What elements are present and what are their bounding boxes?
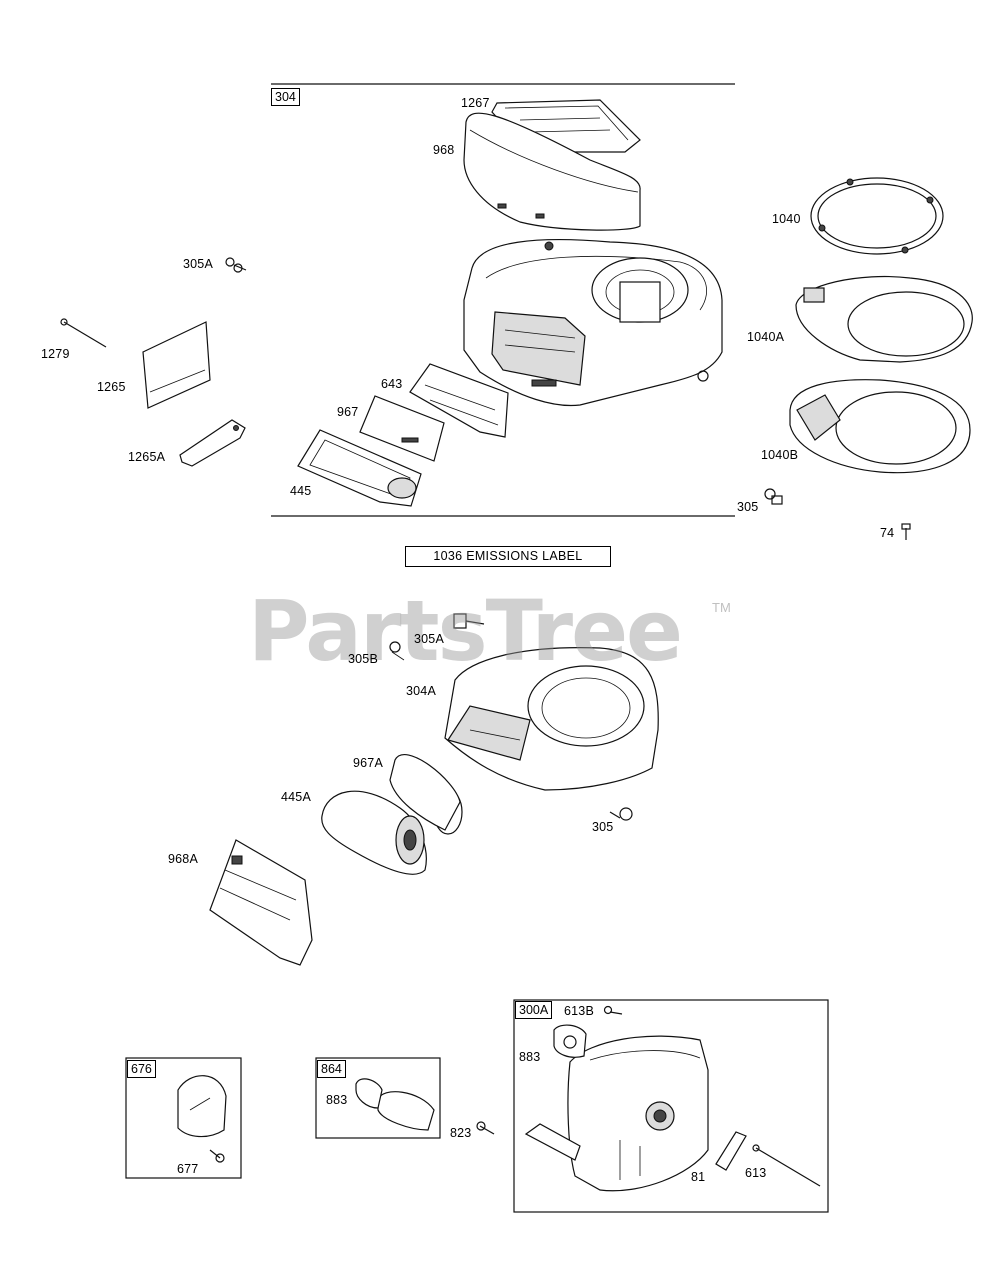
part-1265-plate[interactable]	[142, 321, 211, 409]
callout-445[interactable]: 445	[290, 484, 312, 498]
part-muffler-bracket[interactable]	[524, 1123, 581, 1161]
part-823-screw[interactable]	[476, 1121, 495, 1135]
part-613B-screw[interactable]	[603, 1005, 623, 1015]
part-445A-filter[interactable]	[321, 790, 427, 875]
part-968-air-cleaner-cover[interactable]	[463, 112, 641, 231]
callout-968[interactable]: 968	[433, 143, 455, 157]
group-300A-frame	[513, 999, 829, 1213]
callout-1040A[interactable]: 1040A	[747, 330, 785, 344]
part-1265A-bracket[interactable]	[179, 419, 246, 467]
group-304-label: 304	[271, 88, 300, 106]
part-643-intake[interactable]	[409, 363, 509, 438]
callout-967[interactable]: 967	[337, 405, 359, 419]
callout-967A[interactable]: 967A	[353, 756, 383, 770]
callout-305-mid[interactable]: 305	[592, 820, 614, 834]
part-305-screw-top[interactable]	[764, 488, 783, 505]
callout-643[interactable]: 643	[381, 377, 403, 391]
part-967-label[interactable]	[359, 395, 445, 462]
group-676-label: 676	[127, 1060, 156, 1078]
part-1040B-screen[interactable]	[789, 379, 971, 474]
part-300A-muffler[interactable]	[567, 1035, 709, 1192]
part-677-screw[interactable]	[209, 1149, 225, 1163]
part-968A-cover[interactable]	[209, 839, 313, 966]
callout-1267[interactable]: 1267	[461, 96, 490, 110]
part-676-cap[interactable]	[177, 1075, 227, 1138]
part-1279-bolt[interactable]	[60, 318, 107, 348]
part-305B-clip[interactable]	[389, 641, 405, 661]
callout-1040B[interactable]: 1040B	[761, 448, 799, 462]
part-74-screw[interactable]	[901, 523, 911, 540]
group-864-label: 864	[317, 1060, 346, 1078]
callout-883-300A[interactable]: 883	[519, 1050, 541, 1064]
callout-445A[interactable]: 445A	[281, 790, 311, 804]
callout-823[interactable]: 823	[450, 1126, 472, 1140]
callout-305A-mid[interactable]: 305A	[414, 632, 444, 646]
part-613-bolt[interactable]	[752, 1144, 821, 1187]
part-1040A-guard[interactable]	[795, 275, 973, 363]
emissions-label: 1036 EMISSIONS LABEL	[405, 546, 611, 567]
callout-304A[interactable]: 304A	[406, 684, 436, 698]
callout-968A[interactable]: 968A	[168, 852, 198, 866]
callout-883-864[interactable]: 883	[326, 1093, 348, 1107]
callout-613[interactable]: 613	[745, 1166, 767, 1180]
part-883-gasket[interactable]	[553, 1024, 587, 1058]
callout-1265[interactable]: 1265	[97, 380, 126, 394]
part-305A-screws-top[interactable]	[225, 257, 247, 273]
part-1040-ring[interactable]	[810, 177, 944, 255]
callout-305A-top[interactable]: 305A	[183, 257, 213, 271]
group-676-frame	[125, 1057, 242, 1179]
part-864-flange[interactable]	[355, 1078, 435, 1131]
callout-81[interactable]: 81	[691, 1170, 706, 1184]
callout-1040[interactable]: 1040	[772, 212, 801, 226]
callout-1279[interactable]: 1279	[41, 347, 70, 361]
callout-74[interactable]: 74	[880, 526, 895, 540]
part-967A-filter[interactable]	[389, 753, 463, 835]
callout-1265A[interactable]: 1265A	[128, 450, 166, 464]
part-305-screw-mid[interactable]	[609, 807, 633, 821]
part-305A-screw-mid[interactable]	[453, 613, 485, 629]
brand-trademark: TM	[712, 600, 731, 615]
callout-305B[interactable]: 305B	[348, 652, 378, 666]
part-304-blower-housing[interactable]	[463, 239, 723, 407]
part-445-filter[interactable]	[297, 429, 422, 507]
part-81-bracket[interactable]	[715, 1131, 747, 1171]
callout-677[interactable]: 677	[177, 1162, 199, 1176]
group-300A-label: 300A	[515, 1001, 553, 1019]
part-304A-blower-housing[interactable]	[444, 647, 659, 791]
callout-305-top[interactable]: 305	[737, 500, 759, 514]
callout-613B[interactable]: 613B	[564, 1004, 594, 1018]
group-864-frame	[315, 1057, 441, 1139]
